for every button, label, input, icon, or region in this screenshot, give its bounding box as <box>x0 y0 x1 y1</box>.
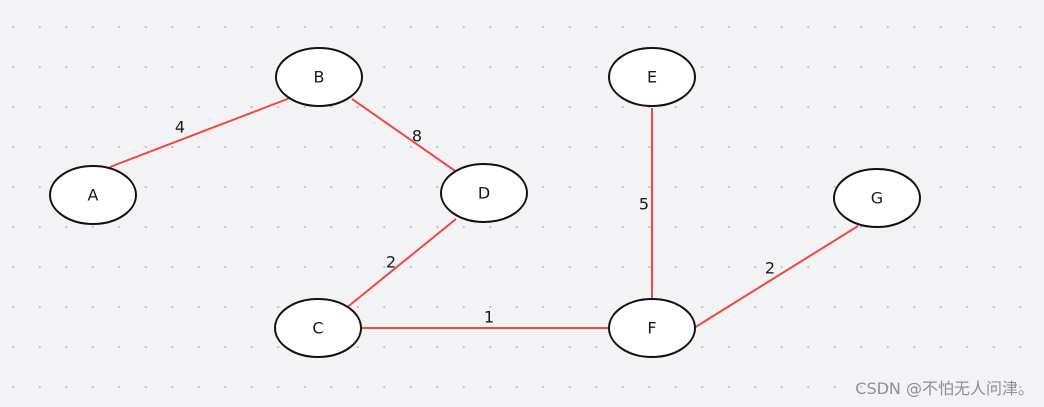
edge-weight-b-d: 8 <box>412 127 422 146</box>
edge-weight-e-f: 5 <box>639 195 649 214</box>
edge-d-c <box>344 218 457 310</box>
node-ellipse-f <box>608 298 696 358</box>
edges-layer <box>109 97 859 329</box>
node-ellipse-g <box>833 168 921 228</box>
node-label-c: C <box>312 319 323 338</box>
edge-weight-d-c: 2 <box>386 253 396 272</box>
node-ellipse-b <box>275 47 363 107</box>
node-c: C <box>274 298 362 358</box>
edge-a-b <box>109 97 291 168</box>
node-g: G <box>833 168 921 228</box>
nodes-layer: A B C D E F G <box>49 47 921 358</box>
node-d: D <box>440 163 528 223</box>
watermark: CSDN @不怕无人问津。 <box>855 379 1034 398</box>
node-label-e: E <box>647 68 657 87</box>
node-b: B <box>275 47 363 107</box>
node-e: E <box>608 47 696 107</box>
node-label-g: G <box>871 189 883 208</box>
node-label-b: B <box>314 68 325 87</box>
edge-f-g <box>693 225 859 329</box>
edge-b-d <box>351 98 462 176</box>
edge-weight-c-f: 1 <box>484 308 494 327</box>
node-ellipse-d <box>440 163 528 223</box>
node-label-f: F <box>647 319 656 338</box>
node-ellipse-e <box>608 47 696 107</box>
edge-weight-f-g: 2 <box>765 259 775 278</box>
node-a: A <box>49 165 137 225</box>
node-label-a: A <box>88 186 99 205</box>
node-f: F <box>608 298 696 358</box>
node-ellipse-c <box>274 298 362 358</box>
edge-weights-layer: 4 8 2 1 5 2 <box>175 118 775 327</box>
node-ellipse-a <box>49 165 137 225</box>
edge-weight-a-b: 4 <box>175 118 185 137</box>
node-label-d: D <box>478 184 490 203</box>
